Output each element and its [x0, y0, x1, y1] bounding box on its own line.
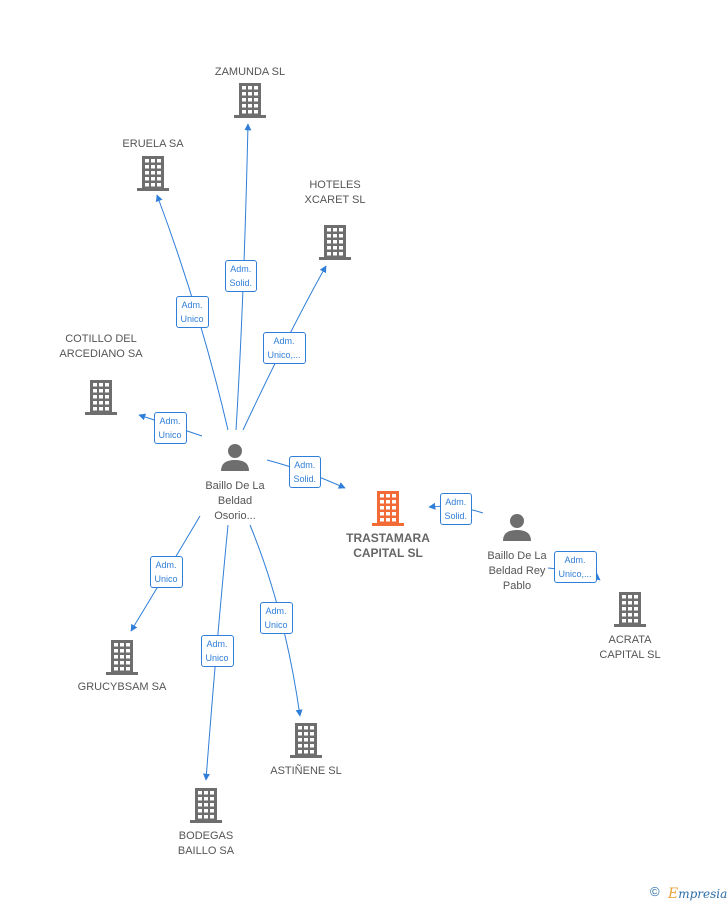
node-label-acrata[interactable]: ACRATA CAPITAL SL — [560, 633, 700, 663]
edge-label-line: Unico — [205, 653, 229, 663]
edge-label-line: Adm. — [206, 639, 228, 649]
node-label-line: Beldad Rey — [488, 565, 546, 577]
node-label-line: COTILLO DEL — [65, 333, 137, 345]
edge-label-line: Unico — [180, 314, 204, 324]
node-label-line: ACRATA — [608, 634, 652, 646]
building-icon[interactable] — [190, 788, 222, 823]
building-icon[interactable] — [85, 380, 117, 415]
node-label-line: BAILLO SA — [177, 845, 235, 857]
building-icon[interactable] — [137, 156, 169, 191]
edge-label-line: Adm. — [445, 497, 467, 507]
node-label-hoteles[interactable]: HOTELES XCARET SL — [265, 178, 405, 208]
edge-label-box[interactable]: Adm. Solid. — [439, 493, 473, 525]
node-label-line: ZAMUNDA SL — [214, 66, 286, 78]
edge-label-box[interactable]: Adm. Unico,... — [262, 332, 306, 364]
edge-label-line: Solid. — [444, 511, 468, 521]
node-label-line: GRUCYBSAM SA — [77, 681, 167, 693]
edge-label-line: Unico — [158, 430, 182, 440]
edge-label-line: Adm. — [181, 300, 203, 310]
edge-label-box[interactable]: Adm. Unico — [200, 635, 234, 667]
edge-label-line: Adm. — [265, 606, 287, 616]
node-label-astinene[interactable]: ASTIÑENE SL — [236, 764, 376, 779]
node-label-line: BODEGAS — [178, 830, 234, 842]
edge-label-box[interactable]: Adm. Solid. — [288, 456, 322, 488]
edge-label-box[interactable]: Adm. Solid. — [224, 260, 258, 292]
edge-label-line: Solid. — [293, 474, 317, 484]
building-icon[interactable] — [290, 723, 322, 758]
node-label-line: Osorio... — [214, 510, 256, 522]
node-label-bodegas[interactable]: BODEGAS BAILLO SA — [136, 829, 276, 859]
node-label-line: Baillo De La — [487, 550, 547, 562]
brand-first-letter: E — [668, 886, 679, 902]
node-label-line: ERUELA SA — [122, 138, 184, 150]
node-label-cotillo[interactable]: COTILLO DEL ARCEDIANO SA — [31, 332, 171, 362]
edge-label-line: Adm. — [273, 336, 295, 346]
node-label-line: ASTIÑENE SL — [270, 765, 342, 777]
node-label-line: XCARET SL — [304, 194, 366, 206]
edge-label-box[interactable]: Adm. Unico — [259, 602, 293, 634]
node-label-zamunda[interactable]: ZAMUNDA SL — [180, 65, 320, 80]
building-main-icon[interactable] — [372, 491, 404, 526]
node-label-line: CAPITAL SL — [353, 546, 423, 560]
copyright-icon: © — [650, 884, 660, 899]
edge-label-line: Unico,... — [267, 350, 301, 360]
node-label-line: Baillo De La — [205, 480, 265, 492]
brand-rest: mpresia — [678, 887, 728, 901]
node-label-line: HOTELES — [309, 179, 361, 191]
edge-label-line: Adm. — [155, 560, 177, 570]
edge-label-line: Unico,... — [558, 569, 592, 579]
node-label-line: TRASTAMARA — [346, 531, 430, 545]
edge-label-line: Unico — [264, 620, 288, 630]
node-label-line: Beldad — [217, 495, 253, 507]
node-label-grucybsam[interactable]: GRUCYBSAM SA — [52, 680, 192, 695]
person-icon[interactable] — [221, 444, 249, 471]
building-icon[interactable] — [106, 640, 138, 675]
edge-label-box[interactable]: Adm. Unico,... — [553, 551, 597, 583]
building-icon[interactable] — [614, 592, 646, 627]
edge-label-box[interactable]: Adm. Unico — [153, 412, 187, 444]
building-icon[interactable] — [234, 83, 266, 118]
edge-label-box[interactable]: Adm. Unico — [149, 556, 183, 588]
edge-label-line: Unico — [154, 574, 178, 584]
node-label-line: Pablo — [502, 580, 532, 592]
empresia-logo[interactable]: Empresia — [668, 886, 727, 902]
node-label-line: ARCEDIANO SA — [59, 348, 143, 360]
edge-label-line: Adm. — [230, 264, 252, 274]
edge-label-line: Adm. — [294, 460, 316, 470]
edge-label-line: Adm. — [564, 555, 586, 565]
person-icon[interactable] — [503, 514, 531, 541]
edge-label-box[interactable]: Adm. Unico — [175, 296, 209, 328]
edge-label-line: Solid. — [229, 278, 253, 288]
edge-label-line: Adm. — [159, 416, 181, 426]
node-label-line: CAPITAL SL — [599, 649, 661, 661]
node-label-eruela[interactable]: ERUELA SA — [83, 137, 223, 152]
building-icon[interactable] — [319, 225, 351, 260]
